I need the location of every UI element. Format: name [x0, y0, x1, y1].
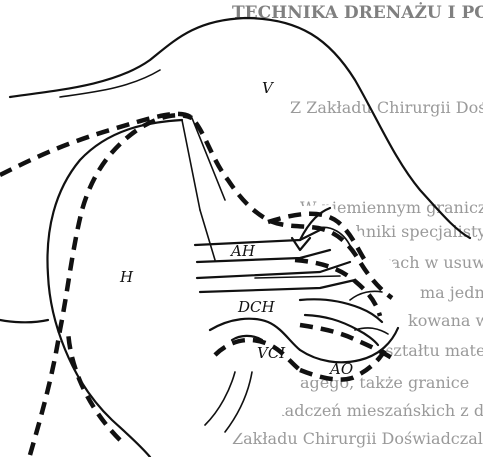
bg-line-10: Zakładu Chirurgii Doświadczalnej i Tech [232, 429, 483, 448]
label-ah: AH [229, 242, 256, 260]
bg-line-5: ma jedna [420, 283, 483, 302]
label-h: H [119, 268, 134, 286]
bg-line-1: Z Zakładu Chirurgii Doświadczalnej i Tec… [290, 98, 483, 117]
label-dch: DCH [237, 298, 276, 316]
label-vci: VCI [257, 344, 286, 362]
label-v: V [262, 79, 275, 97]
bg-line-6: kowana w [408, 311, 483, 330]
label-ao: AO [328, 360, 353, 378]
